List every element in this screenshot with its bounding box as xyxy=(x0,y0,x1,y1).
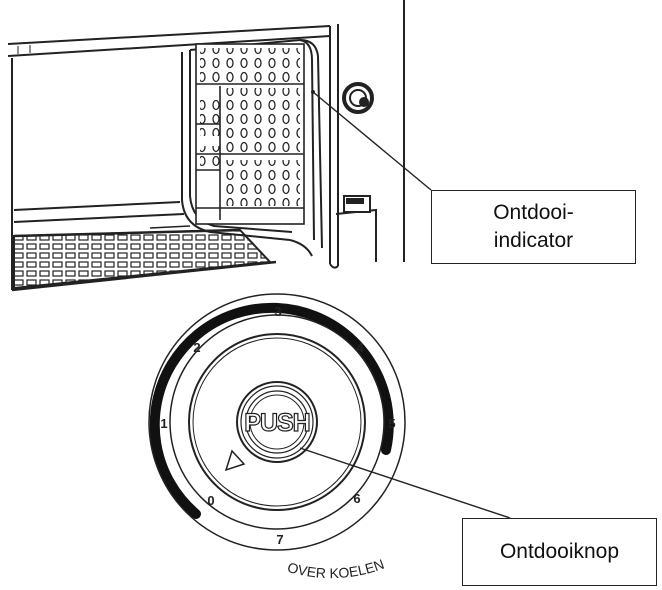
dial-number-5: 5 xyxy=(388,416,395,431)
dial-middle-ring xyxy=(169,314,385,530)
over-koelen-text: OVER KOELEN xyxy=(286,556,386,581)
button-leader-line xyxy=(299,447,511,519)
dial-dark-arc xyxy=(149,302,394,519)
defrost-indicator-callout: Ontdooi- indicator xyxy=(431,190,636,264)
push-button-ring-4 xyxy=(249,394,305,450)
defrost-indicator-panel xyxy=(195,43,305,225)
triangle-marker-icon xyxy=(224,449,246,472)
indicator-leader-dot xyxy=(311,90,315,94)
over-koelen-label: OVER KOELEN xyxy=(286,556,386,581)
push-button-ring-3 xyxy=(245,390,309,454)
push-button-ring-2 xyxy=(240,385,314,459)
fridge-left-wall xyxy=(11,58,185,290)
defrost-indicator-label: Ontdooi- indicator xyxy=(493,199,574,255)
dial-number-2: 2 xyxy=(193,340,200,355)
dial-outer-ring xyxy=(148,293,406,551)
dial-knob-ring xyxy=(188,333,366,511)
dial-numbers: 0 1 2 3 4 5 6 7 xyxy=(160,304,395,547)
dial-number-6: 6 xyxy=(353,491,360,506)
indicator-leader-line xyxy=(312,91,432,191)
push-button-outer-ring xyxy=(236,381,318,463)
fridge-top-frame xyxy=(7,25,331,57)
defrost-indicator-label-line1: Ontdooi- xyxy=(493,201,574,224)
push-label: PUSH xyxy=(244,409,309,437)
fridge-cabinet-side xyxy=(329,0,405,269)
fridge-interior xyxy=(7,0,405,292)
dial-number-4: 4 xyxy=(356,340,364,355)
dial-number-7: 7 xyxy=(276,532,283,547)
defrost-button-callout: Ontdooiknop xyxy=(462,518,657,586)
dial-knob-inner-ring xyxy=(192,337,362,507)
side-knob xyxy=(342,82,374,114)
defrost-button-label: Ontdooiknop xyxy=(499,540,620,563)
fridge-shelf xyxy=(11,225,277,292)
dial-number-1: 1 xyxy=(160,416,167,431)
dial-number-3: 3 xyxy=(274,304,281,319)
dial-number-0: 0 xyxy=(207,493,214,508)
defrost-dial xyxy=(148,293,406,551)
defrost-indicator-label-line2: indicator xyxy=(493,229,574,252)
